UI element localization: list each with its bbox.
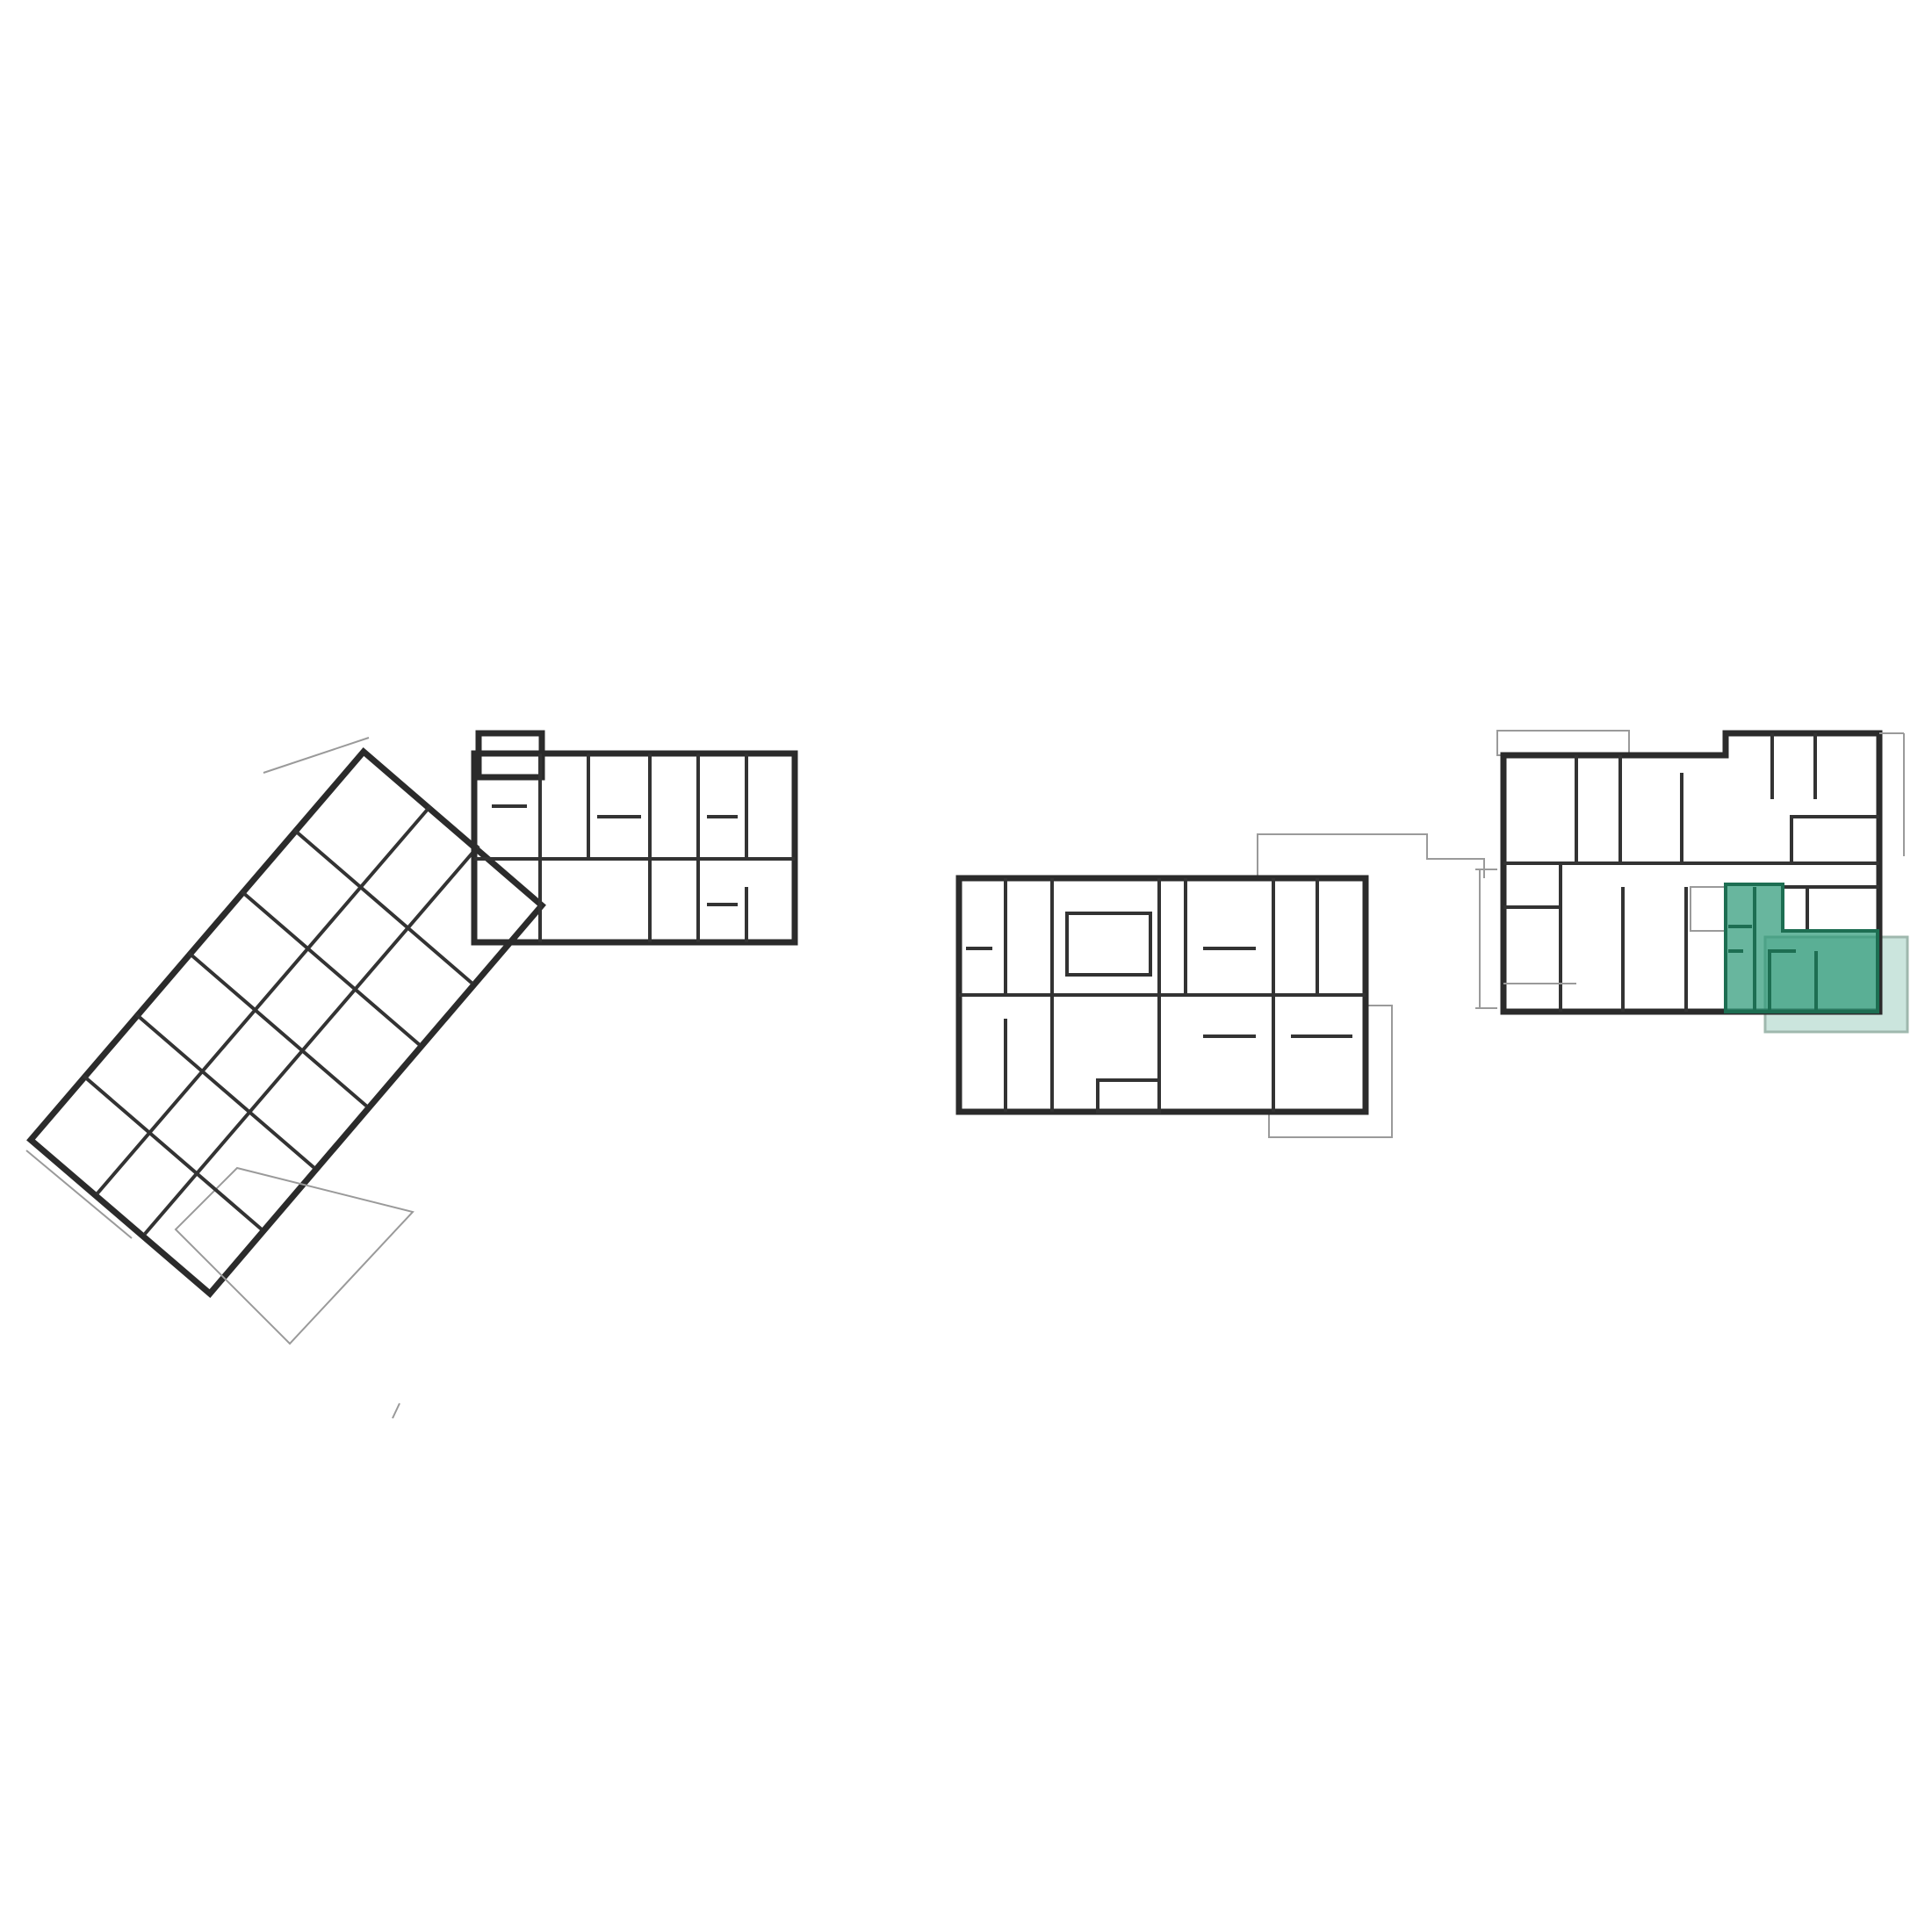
building-right: [1475, 730, 1909, 1034]
building-left: [25, 730, 798, 1345]
north-marker: [392, 1402, 400, 1419]
building-left-block: [471, 730, 798, 946]
highlighted-apartment[interactable]: [1724, 883, 1879, 1013]
building-left-wing: [25, 737, 546, 1345]
building-middle: [955, 833, 1485, 1138]
